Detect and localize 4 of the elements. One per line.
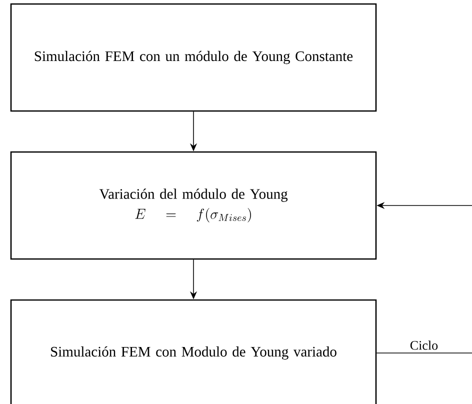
process-box: Simulación FEM con un módulo de Young Constante [10,3,377,112]
process-box: Simulación FEM con Modulo de Young variado [10,299,377,404]
process-box: Variación del módulo de Young $E = f(\sigma_{Mises})$ [10,151,377,260]
edge-label: Ciclo [408,340,440,351]
